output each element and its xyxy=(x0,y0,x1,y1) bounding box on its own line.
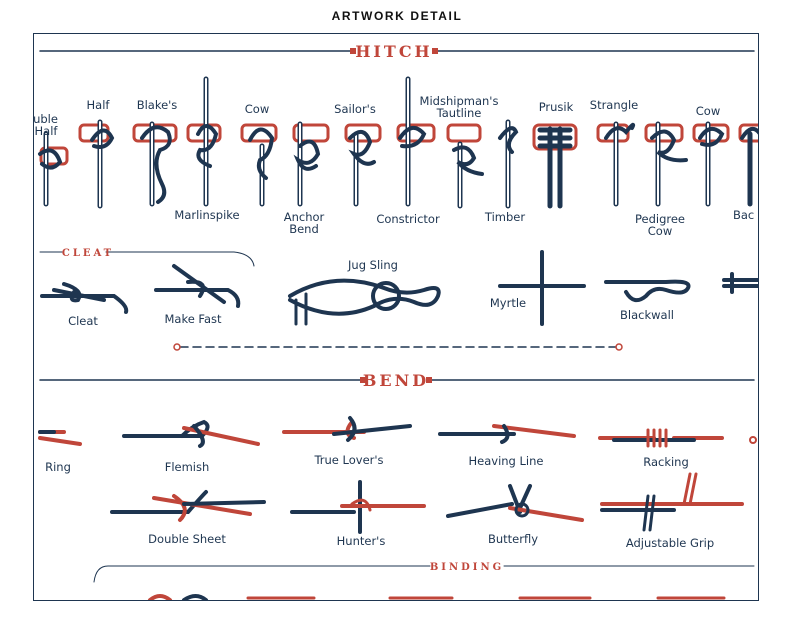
section-title-cleat: CLEAT xyxy=(62,248,114,259)
bend-label: Flemish xyxy=(165,460,210,474)
cleat-label: Cleat xyxy=(68,314,98,328)
hitch-label: Cow xyxy=(245,102,269,116)
bend-label: Heaving Line xyxy=(469,454,544,468)
rule-ornament xyxy=(350,48,356,54)
cleat-label: Blackwall xyxy=(620,308,674,322)
bend-label: Ring xyxy=(45,460,71,474)
hitch-label: Half xyxy=(35,124,59,138)
binding-knots xyxy=(148,594,726,600)
bend-label: Butterfly xyxy=(488,532,538,546)
hitch-label: Anchor xyxy=(284,210,325,224)
hitch-label: ouble xyxy=(34,112,58,126)
hitch-label: Pedigree xyxy=(635,212,685,226)
cleat-label: Make Fast xyxy=(164,312,222,326)
hitch-label: Constrictor xyxy=(376,212,440,226)
bend-label: True Lover's xyxy=(313,453,383,467)
hitch-label: Marlinspike xyxy=(174,208,239,222)
hitch-label: Prusik xyxy=(539,100,574,114)
cleat-label: Myrtle xyxy=(490,296,526,310)
hitch-label: Sailor's xyxy=(334,102,376,116)
hitch-label: Tautline xyxy=(436,106,482,120)
cleat-label: Jug Sling xyxy=(347,258,398,272)
hitch-label: Cow xyxy=(648,224,672,238)
bend-label: Hunter's xyxy=(337,534,386,548)
bend-label: Racking xyxy=(643,455,689,469)
hitch-label: Half xyxy=(87,98,111,112)
section-title-hitch: HITCH xyxy=(355,42,432,61)
binding-rule-left xyxy=(93,565,431,583)
hitch-label: Blake's xyxy=(137,98,178,112)
knot-artwork: HITCH CLEAT BEND BINDING ouble Half Half… xyxy=(34,42,758,600)
divider-end xyxy=(173,343,181,351)
hitch-label: Strangle xyxy=(590,98,638,112)
artwork-frame: HITCH CLEAT BEND BINDING ouble Half Half… xyxy=(33,33,759,601)
bend-knots xyxy=(38,416,757,534)
hitch-label: Timber xyxy=(484,210,525,224)
hitch-label: Bac xyxy=(733,208,754,222)
hitch-label: Bend xyxy=(289,222,319,236)
hitch-label: Cow xyxy=(696,104,720,118)
section-title-bend: BEND xyxy=(363,371,429,390)
page-title: ARTWORK DETAIL xyxy=(331,9,463,23)
section-title-binding: BINDING xyxy=(430,562,504,573)
hitch-knots xyxy=(38,76,758,209)
bend-label: Adjustable Grip xyxy=(626,536,714,550)
divider-end xyxy=(615,343,623,351)
cleat-knots xyxy=(40,250,758,326)
hitch-label: Midshipman's xyxy=(420,94,499,108)
rule-ornament xyxy=(432,48,438,54)
bend-label: Double Sheet xyxy=(148,532,226,546)
